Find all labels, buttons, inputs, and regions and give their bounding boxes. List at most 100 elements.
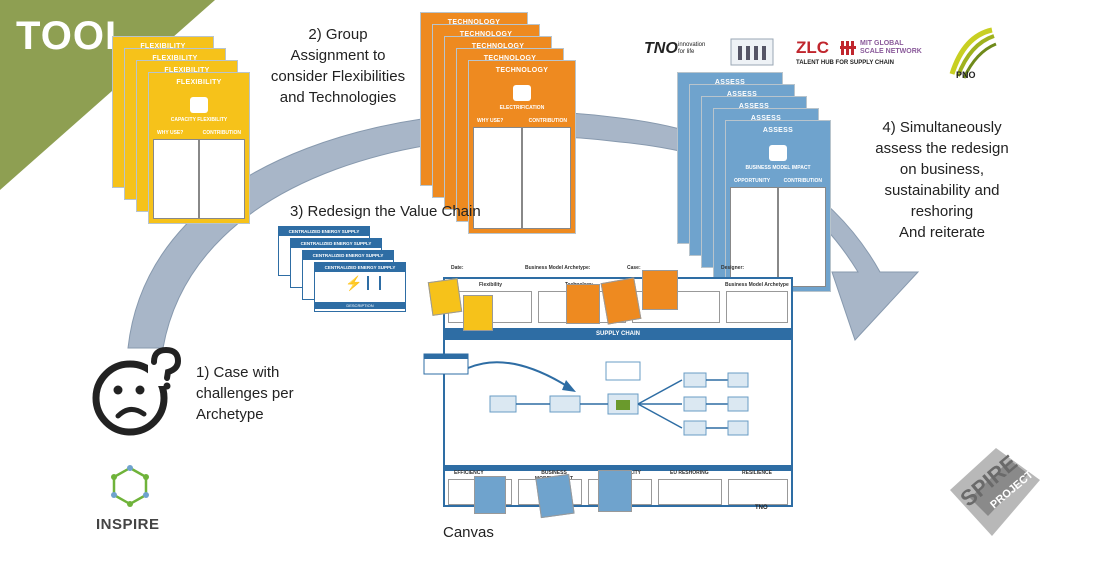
- zlc-logo-text: ZLC: [796, 38, 830, 57]
- assess-card: ASSESS BUSINESS MODEL IMPACT OPPORTUNITY CO…: [725, 120, 831, 292]
- flexibility-card: FLEXIBILITY CAPACITY FLEXIBILITY WHY USE? C…: [148, 72, 250, 224]
- hexagon-icon: [190, 97, 208, 113]
- step-4-line: on business,: [899, 161, 985, 178]
- canvas-bottom-label: RESILIENCE: [742, 470, 773, 476]
- step-2-line: Assignment to: [290, 47, 386, 64]
- tno-tag-line: innovation: [678, 42, 706, 48]
- placed-flexibility-card: [427, 278, 463, 316]
- pno-logo-icon: [949, 27, 997, 79]
- canvas-box: [726, 291, 788, 323]
- energy-card: CENTRALIZED ENERGY SUPPLY⚡DESCRIPTION: [314, 262, 406, 312]
- technology-card-subtitle: ELECTRIFICATION: [499, 105, 545, 111]
- flexibility-card-title: FLEXIBILITY: [140, 43, 186, 50]
- energy-card-title: CENTRALIZED ENERGY SUPPLY: [291, 239, 381, 248]
- technology-card-title: TECHNOLOGY: [447, 19, 501, 26]
- canvas-top-labels: Date: Business Model Archetype: Case: De…: [443, 265, 793, 273]
- assess-card-box: [778, 187, 826, 287]
- mit-network-text: MIT GLOBAL SCALE NETWORK: [860, 40, 922, 56]
- assess-card-title: ASSESS: [714, 79, 746, 86]
- assess-card-title: ASSESS: [726, 91, 758, 98]
- canvas-footer-logo: TNO: [755, 505, 768, 511]
- placed-technology-card: [600, 277, 642, 325]
- supply-chain-flow: [423, 353, 749, 436]
- placed-technology-card: [566, 284, 600, 324]
- technology-card-title: TECHNOLOGY: [483, 55, 537, 62]
- canvas-top-label: Date:: [451, 265, 464, 271]
- canvas-bottom-band: [445, 465, 791, 471]
- flexibility-card-box: [153, 139, 199, 219]
- step-4-line: 4) Simultaneously: [882, 119, 1002, 136]
- flexibility-card-title: FLEXIBILITY: [176, 79, 222, 86]
- spire-logo-icon: [950, 448, 1040, 536]
- assess-card-col2: CONTRIBUTION: [783, 178, 822, 184]
- placed-assess-card: [598, 470, 632, 512]
- tno-tagline: innovation for life: [678, 42, 718, 56]
- flexibility-card-title: FLEXIBILITY: [164, 67, 210, 74]
- assess-card-title: ASSESS: [762, 127, 794, 134]
- technology-card-col2: CONTRIBUTION: [528, 118, 567, 124]
- tool-banner-label: TOOL: [16, 14, 131, 58]
- technology-card-title: TECHNOLOGY: [459, 31, 513, 38]
- step-1-text: 1) Case with challenges per Archetype: [196, 362, 294, 425]
- energy-card-title: CENTRALIZED ENERGY SUPPLY: [303, 251, 393, 260]
- step-4-line: reshoring: [910, 203, 974, 220]
- canvas-bottom-label: EU RESHORING: [670, 470, 709, 476]
- step-2-line: 2) Group: [308, 26, 368, 43]
- confused-face-icon: [92, 346, 182, 436]
- canvas-top-label: Business Model Archetype:: [525, 265, 591, 271]
- supply-chain-band: SUPPLY CHAIN: [445, 328, 791, 340]
- canvas-caption: Canvas: [443, 524, 494, 541]
- pno-logo-text: PNO: [956, 70, 976, 80]
- canvas-bottom-label: EFFICIENCY: [454, 470, 484, 476]
- university-logo-icon: [730, 38, 774, 66]
- inspire-logo-icon: [111, 465, 149, 507]
- technology-card-title: TECHNOLOGY: [471, 43, 525, 50]
- assess-card-title: ASSESS: [750, 115, 782, 122]
- spire-logo: SPIRE PROJECT: [940, 440, 1050, 540]
- technology-card-box: [522, 127, 571, 229]
- canvas-row-label: Business Model Archetype: [725, 282, 789, 288]
- assess-card-col1: OPPORTUNITY: [734, 178, 771, 184]
- step-4-line: sustainability and: [884, 182, 1000, 199]
- flexibility-card-col2: CONTRIBUTION: [202, 130, 241, 136]
- assess-card-box: [730, 187, 778, 287]
- technology-card-col1: WHY USE?: [477, 118, 504, 124]
- energy-card-subtitle: DESCRIPTION: [315, 302, 405, 309]
- canvas-top-label: Case:: [627, 265, 641, 271]
- inspire-logo-text: INSPIRE: [96, 516, 160, 533]
- mit-line: SCALE NETWORK: [860, 48, 922, 55]
- assess-card-subtitle: BUSINESS MODEL IMPACT: [745, 165, 811, 171]
- step-1-line: Archetype: [196, 406, 264, 423]
- step-1-line: 1) Case with: [196, 364, 280, 381]
- zlc-tagline: TALENT HUB FOR SUPPLY CHAIN: [796, 60, 894, 66]
- canvas-top-label: Designer:: [721, 265, 745, 271]
- placed-technology-card: [642, 270, 678, 310]
- magnifier-icon: [769, 145, 787, 161]
- placed-assess-card: [474, 476, 506, 514]
- step-2-line: and Technologies: [279, 89, 397, 106]
- assess-card-title: ASSESS: [738, 103, 770, 110]
- flexibility-card-subtitle: CAPACITY FLEXIBILITY: [170, 117, 228, 123]
- technology-card: TECHNOLOGY ELECTRIFICATION WHY USE? CONTRIB…: [468, 60, 576, 234]
- pylon-icon: [367, 276, 381, 290]
- energy-card-title: CENTRALIZED ENERGY SUPPLY: [315, 263, 405, 272]
- canvas-box: [658, 479, 722, 505]
- step-2-text: 2) Group Assignment to consider Flexibil…: [258, 24, 418, 108]
- step-1-line: challenges per: [196, 385, 294, 402]
- step-3-text: 3) Redesign the Value Chain: [290, 203, 481, 220]
- tno-logo: TNO innovation for life: [644, 40, 705, 58]
- step-2-line: consider Flexibilities: [270, 68, 406, 85]
- gear-icon: [513, 85, 531, 101]
- canvas-row-label: Flexibility: [479, 282, 503, 288]
- tno-logo-text: TNO: [644, 40, 678, 57]
- technology-card-title: TECHNOLOGY: [495, 67, 549, 74]
- tno-tag-line: for life: [678, 49, 695, 55]
- zlc-logo: ZLC MIT GLOBAL SCALE NETWORK TALENT HUB …: [796, 38, 936, 78]
- placed-flexibility-card: [463, 295, 493, 331]
- flexibility-card-col1: WHY USE?: [157, 130, 184, 136]
- step-4-line: And reiterate: [899, 224, 985, 241]
- canvas-box: [728, 479, 788, 505]
- mit-network-icon: [840, 41, 856, 55]
- step-4-line: assess the redesign: [875, 140, 1009, 157]
